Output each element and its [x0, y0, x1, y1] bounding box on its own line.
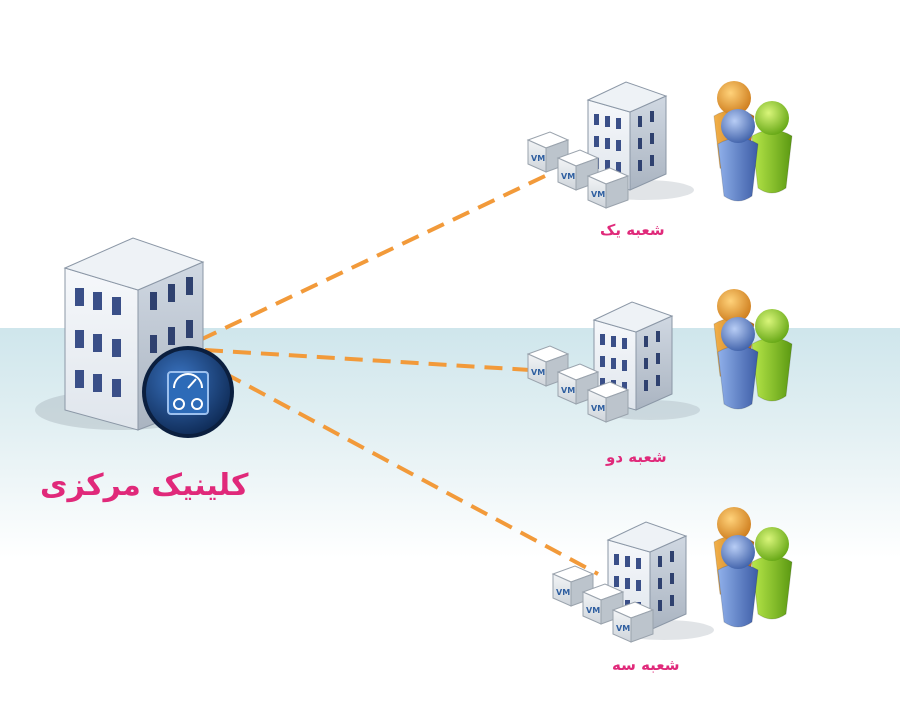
branch-2-label: شعبه دو [606, 448, 667, 466]
gauge-icon [142, 346, 234, 438]
vm-label: VM [591, 404, 605, 413]
branch-1: VM VM VM [526, 81, 793, 209]
vm-cube-icon: VM [586, 167, 630, 209]
vm-label: VM [616, 624, 630, 633]
vm-cube-icon: VM [611, 601, 655, 643]
link-line-branch-1 [199, 174, 546, 342]
user-icon [717, 317, 759, 410]
link-line-branch-3 [199, 358, 599, 576]
vm-label: VM [561, 172, 575, 181]
users-group-icon [713, 289, 793, 410]
vm-cube-icon: VM [586, 381, 630, 423]
user-icon [717, 535, 759, 628]
vm-cube-icon: VM [526, 345, 570, 387]
branch-3: VM VM VM [551, 507, 793, 643]
link-line-branch-2 [204, 348, 531, 372]
vm-label: VM [591, 190, 605, 199]
branch-3-label: شعبه سه [612, 656, 680, 674]
link-lines [199, 174, 599, 576]
vm-label: VM [586, 606, 600, 615]
branches-group: VM VM VM VM VM VM VM VM VM [526, 81, 793, 643]
branch-1-label: شعبه یک [600, 221, 665, 239]
central-clinic-label: کلینیک مرکزی [40, 468, 249, 503]
users-group-icon [713, 507, 793, 628]
vm-label: VM [531, 154, 545, 163]
user-icon [717, 109, 759, 202]
users-group-icon [713, 81, 793, 202]
user-icon [751, 309, 793, 402]
vm-label: VM [561, 386, 575, 395]
user-icon [751, 101, 793, 194]
vm-label: VM [556, 588, 570, 597]
vm-label: VM [531, 368, 545, 377]
user-icon [751, 527, 793, 620]
branch-2: VM VM VM [526, 289, 793, 423]
